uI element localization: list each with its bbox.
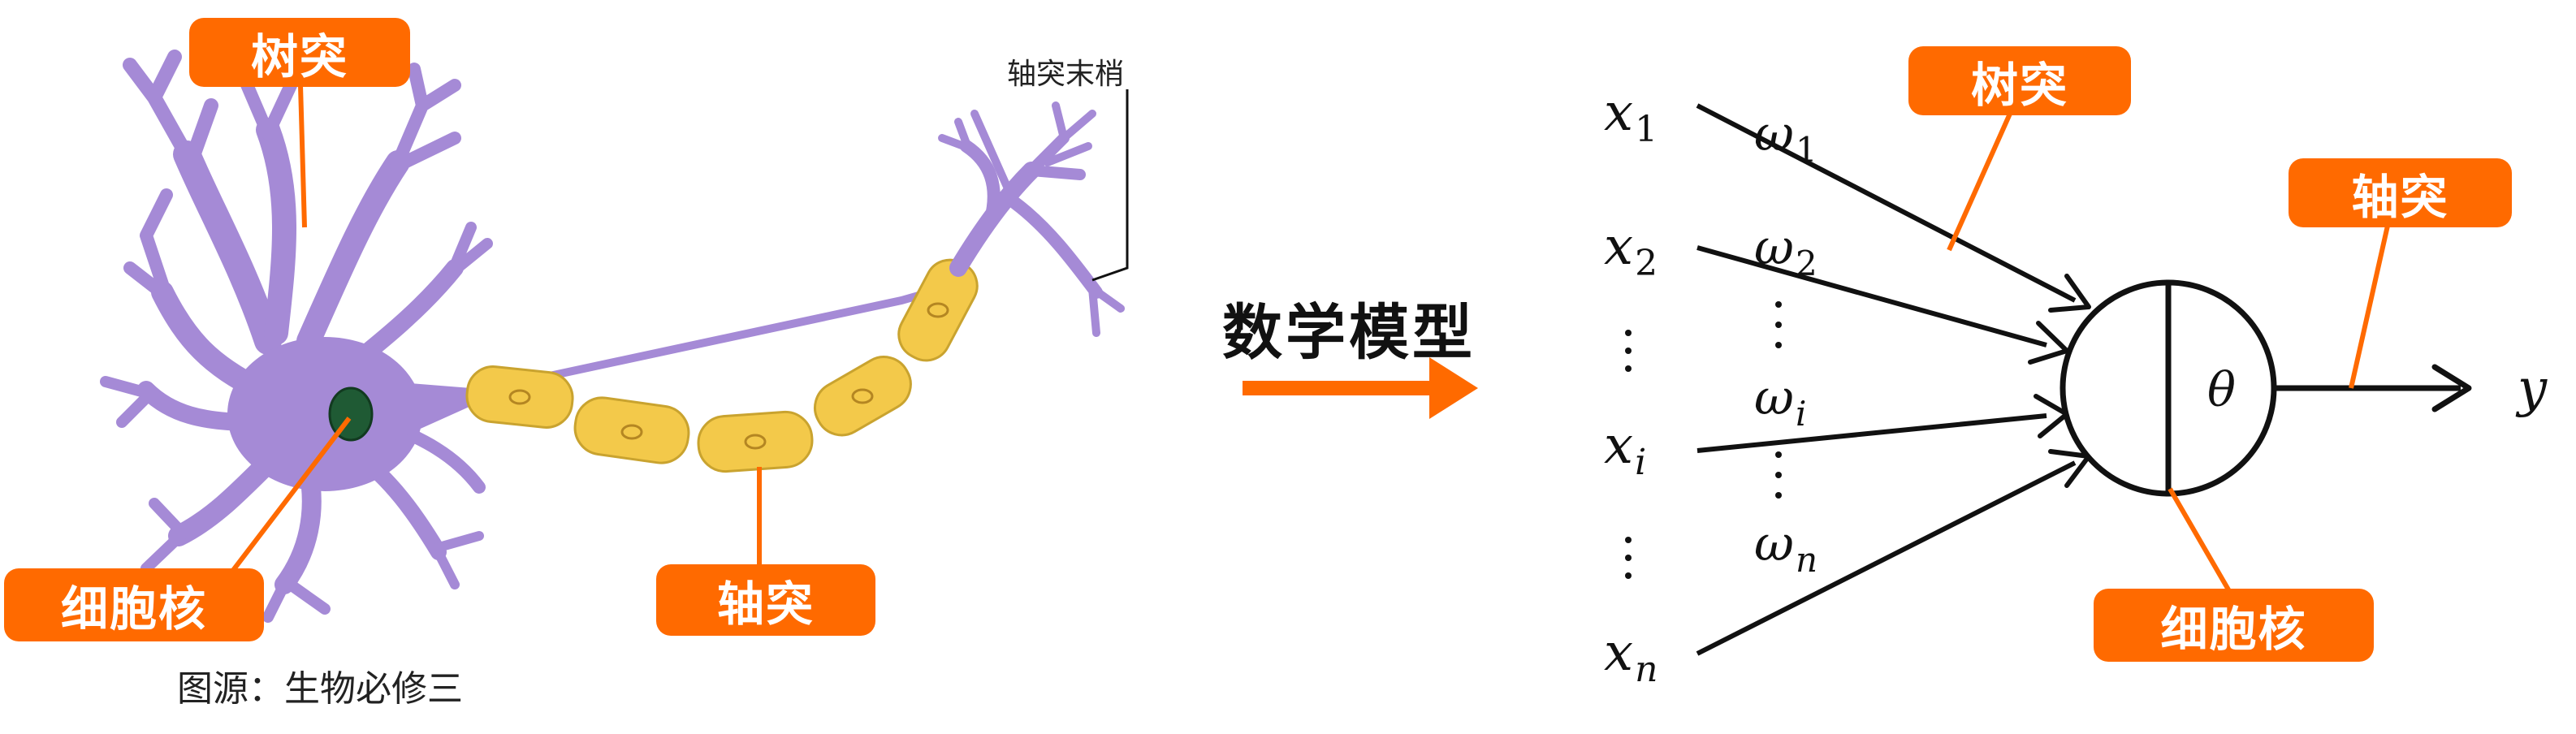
dendrite-label: 树突 [189,18,410,87]
weight-wn: ωn [1754,516,1817,580]
math-model-title: 数学模型 [1222,298,1476,368]
dendrite-leader-line [298,84,307,228]
axon-terminal-branches [938,101,1125,337]
myelin-nuclei [508,302,949,450]
weight-w2: ω2 [1754,219,1817,283]
right-dendrite-label: 树突 [1908,46,2131,115]
image-source-caption: 图源：生物必修三 [177,668,463,710]
biological-neuron [100,38,1129,623]
right-axon-leader-line [2349,225,2390,389]
output-arrowhead [2431,364,2472,412]
ellipsis-dots [1625,301,1782,579]
dendrite-branches [100,38,493,623]
input-x2: x2 [1604,217,1658,284]
axon-terminal-bracket [1091,89,1129,282]
input-arrows [1696,103,2077,656]
nucleus-label: 细胞核 [4,568,264,641]
nucleus-leader-line [229,417,352,574]
input-xn: xn [1604,623,1658,690]
weight-w1: ω1 [1754,106,1817,170]
soma [227,337,422,491]
output-y: y [2515,359,2548,419]
axon-hillock [390,382,471,443]
right-dendrite-leader-line [1947,112,2012,252]
right-nucleus-label: 细胞核 [2094,589,2374,662]
right-axon-label: 轴突 [2289,158,2512,227]
mathematical-neuron: x1 x2 xi xn ω1 ω2 ωi ωn θ y [1604,83,2548,690]
axon-terminal-label: 轴突末梢 [1007,58,1125,91]
weight-wi: ωi [1754,369,1806,434]
input-x1: x1 [1604,83,1658,150]
axon-label: 轴突 [656,564,875,636]
right-nucleus-leader-line [2168,487,2232,593]
myelin-sheath [465,258,979,473]
threshold-theta: θ [2207,362,2236,417]
model-arrow [1243,357,1478,419]
input-xi: xi [1604,416,1646,483]
